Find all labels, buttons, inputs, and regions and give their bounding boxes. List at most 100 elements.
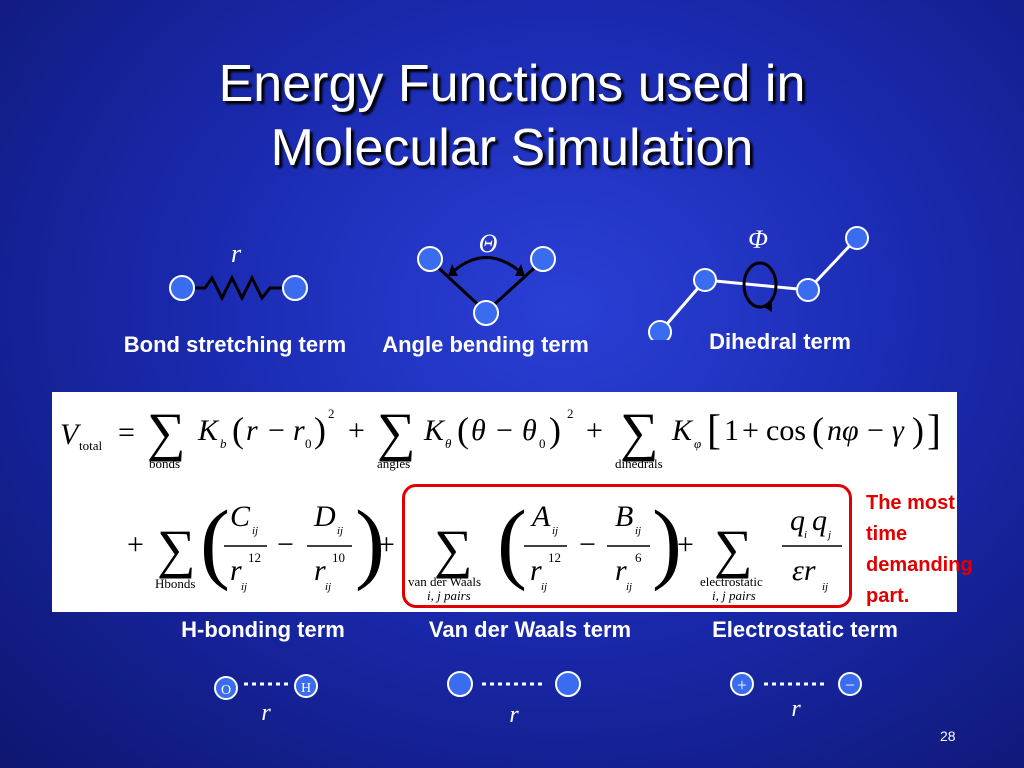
svg-text:A: A — [530, 500, 551, 533]
svg-text:θ: θ — [522, 414, 537, 447]
svg-text:ij: ij — [541, 581, 547, 593]
svg-text:−: − — [268, 414, 285, 447]
page-number: 28 — [940, 728, 956, 744]
slide-title: Energy Functions used in Molecular Simul… — [0, 52, 1024, 180]
hydrogen-label: H — [301, 681, 311, 696]
svg-text:6: 6 — [635, 550, 642, 565]
svg-text:r: r — [230, 554, 242, 587]
svg-text:q: q — [790, 504, 805, 537]
vdw-label: Van der Waals term — [428, 617, 632, 642]
svg-text:φ: φ — [694, 436, 701, 451]
dihedral-diagram: Φ — [648, 225, 869, 340]
svg-text:q: q — [812, 504, 827, 537]
svg-text:θ: θ — [471, 414, 486, 447]
svg-text:r: r — [246, 414, 258, 447]
svg-text:γ: γ — [892, 414, 905, 447]
svg-text:van der Waals: van der Waals — [408, 574, 481, 589]
svg-text:+: + — [586, 414, 603, 447]
svg-text:+: + — [677, 528, 694, 561]
angle-arc — [454, 256, 519, 272]
svg-text:−: − — [496, 414, 513, 447]
svg-text:ij: ij — [252, 525, 258, 537]
svg-text:(: ( — [232, 410, 244, 450]
svg-text:electrostatic: electrostatic — [700, 574, 763, 589]
svg-text:dihedrals: dihedrals — [615, 456, 663, 471]
svg-text:angles: angles — [377, 456, 410, 471]
svg-text:): ) — [549, 410, 561, 450]
svg-text:+: + — [378, 528, 395, 561]
hbond-r-symbol: r — [261, 700, 271, 726]
angle-diagram: Θ — [417, 229, 556, 326]
positive-charge — [730, 672, 754, 696]
svg-text:): ) — [652, 493, 682, 592]
dihedral-label: Dihedral term — [709, 329, 851, 354]
electrostatic-label: Electrostatic term — [712, 617, 898, 642]
elec-r-symbol: r — [791, 696, 801, 722]
svg-text:∑: ∑ — [147, 402, 186, 462]
svg-text:V: V — [60, 418, 82, 451]
svg-text:ij: ij — [822, 581, 828, 593]
svg-text:Hbonds: Hbonds — [155, 576, 195, 591]
bond-r-symbol: r — [231, 239, 242, 268]
highlight-note: The most time demanding part. — [866, 492, 973, 607]
highlight-box — [402, 484, 852, 608]
oxygen-atom — [214, 676, 238, 700]
svg-text:ij: ij — [635, 525, 641, 537]
angle-label: Angle bending term — [382, 332, 589, 357]
svg-text:εr: εr — [792, 554, 816, 587]
title-line-2: Molecular Simulation — [270, 119, 754, 177]
svg-text:D: D — [313, 500, 336, 533]
svg-text:(: ( — [812, 410, 824, 450]
svg-text:C: C — [230, 500, 251, 533]
svg-text:∑: ∑ — [714, 519, 753, 579]
svg-text:[: [ — [707, 408, 721, 454]
svg-text:(: ( — [497, 493, 527, 592]
svg-text:0: 0 — [305, 436, 312, 451]
svg-text:+: + — [742, 414, 759, 447]
dihedral-phi-symbol: Φ — [748, 225, 768, 254]
svg-text:−: − — [867, 414, 884, 447]
svg-text:(: ( — [457, 410, 469, 450]
svg-text:b: b — [220, 436, 227, 451]
bond-label: Bond stretching term — [123, 332, 347, 357]
oxygen-label: O — [221, 683, 231, 698]
svg-text:nφ: nφ — [827, 414, 859, 447]
svg-text:=: = — [118, 416, 135, 449]
svg-text:∑: ∑ — [434, 519, 473, 579]
svg-text:r: r — [314, 554, 326, 587]
svg-text:bonds: bonds — [149, 456, 180, 471]
svg-text:i, j pairs: i, j pairs — [427, 588, 471, 603]
svg-text:+: + — [127, 528, 144, 561]
svg-text:ij: ij — [337, 525, 343, 537]
negative-charge — [838, 672, 862, 696]
svg-text:K: K — [423, 414, 446, 447]
term-diagrams: r Θ Φ — [169, 225, 869, 340]
equation-box: V total = ∑ bonds K b ( r − r 0 ) 2 + ∑ … — [52, 392, 957, 612]
svg-text:+: + — [348, 414, 365, 447]
svg-text:ij: ij — [626, 581, 632, 593]
svg-text:2: 2 — [567, 406, 574, 421]
svg-text:∑: ∑ — [157, 519, 196, 579]
svg-text:r: r — [293, 414, 305, 447]
svg-text:): ) — [314, 410, 326, 450]
svg-text:K: K — [671, 414, 694, 447]
svg-text:∑: ∑ — [377, 402, 416, 462]
svg-text:−: − — [277, 528, 294, 561]
svg-text:B: B — [615, 500, 633, 533]
vdw-atom-right — [555, 671, 581, 697]
svg-text:2: 2 — [328, 406, 335, 421]
svg-text:ij: ij — [325, 581, 331, 593]
svg-text:θ: θ — [445, 436, 452, 451]
svg-text:]: ] — [927, 408, 941, 454]
plus-sign: + — [737, 675, 747, 695]
svg-text:(: ( — [200, 493, 230, 592]
dihedral-rotation — [742, 261, 778, 309]
svg-text:10: 10 — [332, 550, 345, 565]
bond-atom-left — [169, 275, 195, 301]
hydrogen-atom — [294, 674, 318, 698]
svg-text:i: i — [804, 529, 807, 541]
svg-text:i, j pairs: i, j pairs — [712, 588, 756, 603]
svg-text:1: 1 — [724, 414, 739, 447]
bond-diagram: r — [169, 239, 308, 302]
svg-text:K: K — [197, 414, 220, 447]
